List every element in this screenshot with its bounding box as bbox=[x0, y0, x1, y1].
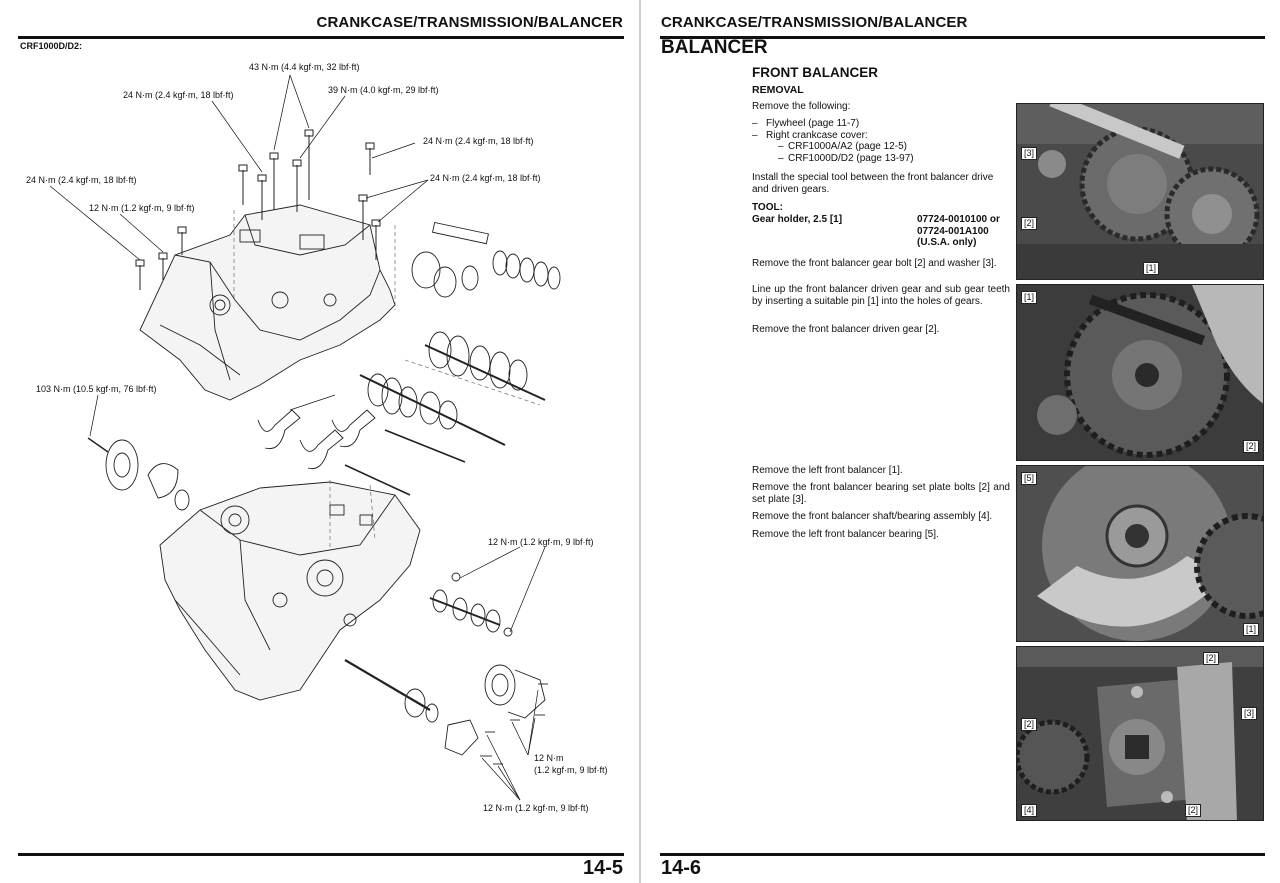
right-page-header: CRANKCASE/TRANSMISSION/BALANCER bbox=[661, 14, 968, 31]
page-gutter bbox=[639, 0, 641, 883]
subsection-title: FRONT BALANCER bbox=[752, 65, 878, 80]
photo3-callout-5: [5] bbox=[1021, 472, 1038, 485]
step-remove-left: Remove the left front balancer [1]. bbox=[752, 465, 903, 476]
left-header-rule bbox=[18, 36, 624, 39]
cover-sub-item-d: CRF1000D/D2 (page 13-97) bbox=[778, 153, 1010, 165]
photo-left-balancer: [5] [1] bbox=[1016, 465, 1264, 642]
torque-label-24nm-right-lower: 24 N·m (2.4 kgf·m, 18 lbf·ft) bbox=[430, 173, 541, 183]
photo3-callout-1: [1] bbox=[1243, 623, 1260, 636]
right-page: CRANKCASE/TRANSMISSION/BALANCER BALANCER… bbox=[640, 0, 1280, 883]
model-label: CRF1000D/D2: bbox=[20, 41, 83, 51]
operation-title: REMOVAL bbox=[752, 84, 804, 96]
remove-item-cover-label: Right crankcase cover: bbox=[766, 129, 868, 141]
photo2-callout-2: [2] bbox=[1243, 440, 1260, 453]
torque-label-24nm-left: 24 N·m (2.4 kgf·m, 18 lbf·ft) bbox=[26, 175, 137, 185]
tool-label: TOOL: bbox=[752, 202, 783, 213]
photo4-callout-4: [4] bbox=[1021, 804, 1038, 817]
photo-set-plate: [2] [3] [2] [4] [2] bbox=[1016, 646, 1264, 821]
step-remove-bearing: Remove the left front balancer bearing [… bbox=[752, 529, 939, 540]
tool-name: Gear holder, 2.5 [1] bbox=[752, 214, 843, 225]
photo4-callout-2-bottom: [2] bbox=[1185, 804, 1202, 817]
torque-label-12nm-shift: 12 N·m (1.2 kgf·m, 9 lbf·ft) bbox=[488, 537, 594, 547]
left-page-header: CRANKCASE/TRANSMISSION/BALANCER bbox=[316, 14, 623, 31]
right-page-number: 14-6 bbox=[661, 857, 702, 879]
install-text: Install the special tool between the fro… bbox=[752, 172, 994, 195]
remove-item-flywheel: Flywheel (page 11-7) bbox=[752, 118, 1010, 130]
step-remove-bolts: Remove the front balancer bearing set pl… bbox=[752, 482, 1010, 505]
crankcase-exploded-diagram bbox=[49, 74, 561, 801]
photo1-callout-3: [3] bbox=[1021, 147, 1038, 160]
photo4-callout-2-top: [2] bbox=[1203, 652, 1220, 665]
photo4-callout-2-left: [2] bbox=[1021, 718, 1038, 731]
section-title: BALANCER bbox=[661, 37, 768, 58]
tool-number-1: 07724-0010100 or bbox=[917, 214, 1000, 225]
tool-number-2: 07724-001A100 bbox=[917, 225, 989, 237]
right-footer-rule bbox=[660, 853, 1265, 856]
tool-number: 07724-0010100 or 07724-001A100 (U.S.A. o… bbox=[917, 214, 1037, 249]
right-header-rule bbox=[660, 36, 1265, 39]
photo4-callout-3: [3] bbox=[1241, 707, 1258, 720]
remove-list: Flywheel (page 11-7) Right crankcase cov… bbox=[752, 118, 1010, 164]
left-page-number: 14-5 bbox=[582, 857, 623, 879]
photo-gear-holder: [3] [2] [1] bbox=[1016, 103, 1264, 280]
cover-sub-item-a: CRF1000A/A2 (page 12-5) bbox=[778, 141, 1010, 153]
left-page: CRANKCASE/TRANSMISSION/BALANCER CRF1000D… bbox=[18, 14, 624, 879]
torque-label-12nm-plate-a: 12 N·m bbox=[534, 753, 564, 763]
torque-label-24nm-right-upper: 24 N·m (2.4 kgf·m, 18 lbf·ft) bbox=[423, 136, 534, 146]
torque-label-103nm: 103 N·m (10.5 kgf·m, 76 lbf·ft) bbox=[36, 384, 157, 394]
torque-label-12nm-bottom: 12 N·m (1.2 kgf·m, 9 lbf·ft) bbox=[483, 803, 589, 813]
torque-label-12nm-left: 12 N·m (1.2 kgf·m, 9 lbf·ft) bbox=[89, 203, 195, 213]
remove-item-cover: Right crankcase cover: CRF1000A/A2 (page… bbox=[752, 130, 1010, 165]
step-remove-driven: Remove the front balancer driven gear [2… bbox=[752, 324, 940, 335]
remove-intro: Remove the following: bbox=[752, 101, 851, 112]
torque-label-43nm: 43 N·m (4.4 kgf·m, 32 lbf·ft) bbox=[249, 62, 360, 72]
photo1-callout-1: [1] bbox=[1143, 262, 1160, 275]
cover-sub-list: CRF1000A/A2 (page 12-5) CRF1000D/D2 (pag… bbox=[766, 141, 1010, 164]
photo1-callout-2: [2] bbox=[1021, 217, 1038, 230]
step-remove-shaft: Remove the front balancer shaft/bearing … bbox=[752, 511, 993, 522]
step-line-up: Line up the front balancer driven gear a… bbox=[752, 284, 1010, 307]
left-footer-rule bbox=[18, 853, 624, 856]
torque-label-39nm: 39 N·m (4.0 kgf·m, 29 lbf·ft) bbox=[328, 85, 439, 95]
torque-label-24nm-top: 24 N·m (2.4 kgf·m, 18 lbf·ft) bbox=[123, 90, 234, 100]
photo-driven-gear: [1] [2] bbox=[1016, 284, 1264, 461]
step-remove-bolt: Remove the front balancer gear bolt [2] … bbox=[752, 258, 997, 269]
torque-label-12nm-plate-b: (1.2 kgf·m, 9 lbf·ft) bbox=[534, 765, 608, 775]
tool-number-3: (U.S.A. only) bbox=[917, 237, 977, 248]
photo2-callout-1: [1] bbox=[1021, 291, 1038, 304]
